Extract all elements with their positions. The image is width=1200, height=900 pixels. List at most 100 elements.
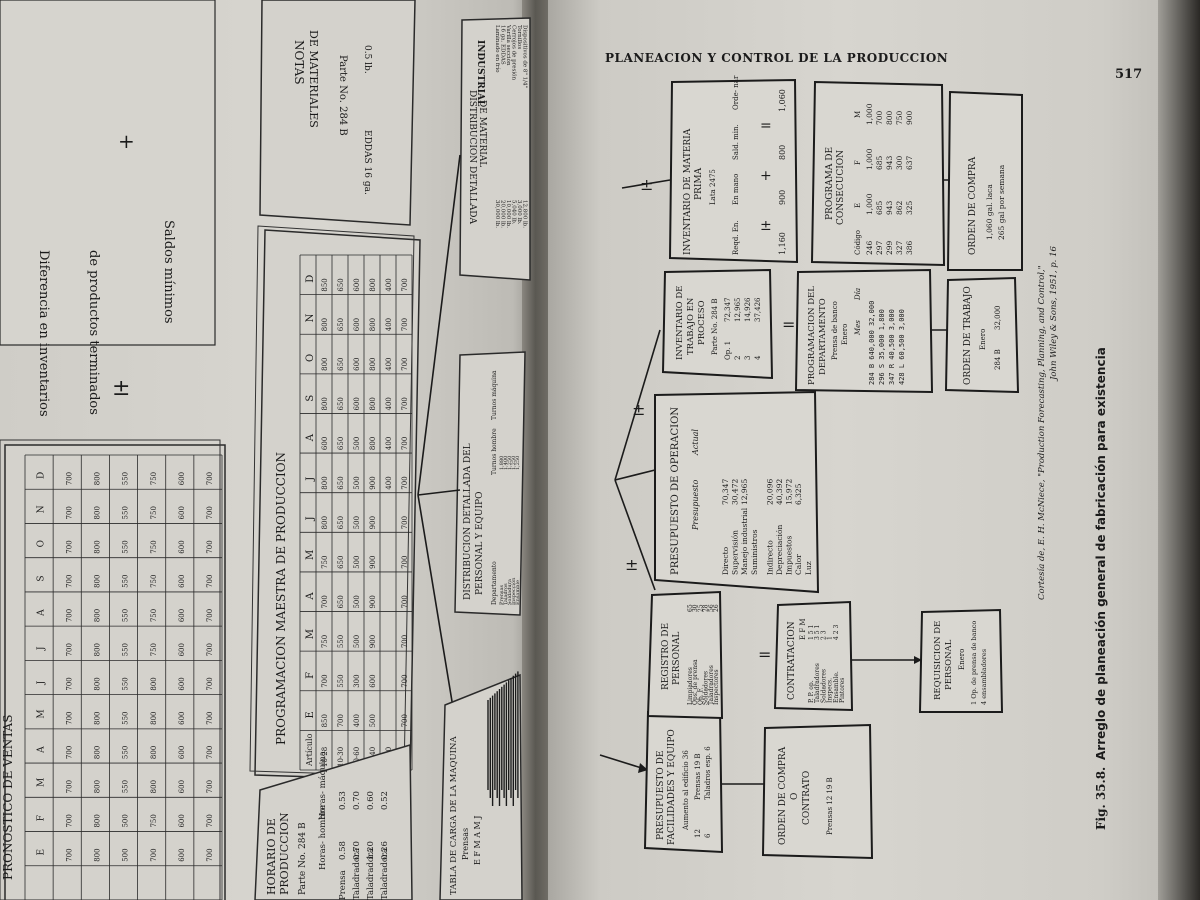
proc-col-f: F — [854, 160, 862, 165]
sales-cell-value: 800 — [94, 746, 102, 759]
raw-material-inventory-box: INVENTARIO DE MATERIA PRIMA Lata 2475 Re… — [668, 75, 799, 264]
master-cell-value: 700 — [401, 595, 409, 608]
material-notes-line: EDDAS 16 ga. — [362, 130, 372, 195]
personnel-row-label: Inspectores — [713, 669, 720, 705]
purchase-order-line2: 265 gal por semana — [997, 164, 1006, 240]
master-cell-value: 800 — [369, 318, 377, 331]
proc-e: 1,000 — [865, 193, 874, 215]
wip-subtitle2: PROCESO — [697, 300, 707, 345]
budget-row-value: 20,096 — [765, 479, 774, 505]
operation-budget-frame — [654, 390, 820, 594]
material-distribution-frame — [459, 17, 531, 281]
dept-row: 347 R 40,500 3,000 — [888, 309, 896, 385]
personnel-dist-col3: Turnos máquina — [491, 370, 498, 420]
master-cell-value: 800 — [321, 318, 329, 331]
material-notes-frame — [259, 0, 416, 226]
master-cell-value: 400 — [385, 437, 393, 450]
machine-hours-header: Horas- máquina — [317, 751, 328, 820]
hiring-row-values: 2 3 — [820, 630, 827, 640]
sales-cell-value: 800 — [94, 814, 102, 827]
master-cell-value: 800 — [321, 476, 329, 489]
material-dist-item: Cerrojos de presión — [511, 25, 518, 80]
personnel-row-value: 56 — [708, 604, 715, 612]
op-pm-3: ± — [640, 175, 653, 194]
master-cell-value: 800 — [369, 437, 377, 450]
proc-col-code: Código — [854, 230, 862, 255]
personnel-row-label: Op. F. — [697, 687, 704, 705]
sales-forecast-title: PRONOSTICO DE VENTAS — [1, 715, 15, 880]
sales-cell-value: 800 — [150, 677, 158, 690]
raw-op-pm: ± — [760, 218, 772, 234]
schedule-man-hours: 0.58 — [338, 841, 348, 860]
purchase-contract-frame — [761, 723, 874, 860]
hiring-title: CONTRATACION — [787, 621, 797, 700]
sales-cell-value: 700 — [65, 848, 73, 861]
sales-cell-value: 800 — [94, 780, 102, 793]
procurement-subtitle: CONSECUCION — [836, 150, 846, 225]
sales-month-label: M — [36, 709, 46, 718]
op-pm-2: ± — [632, 400, 645, 419]
sales-cell-value: 550 — [122, 609, 130, 622]
personnel-row-label: Limpiadores — [687, 667, 694, 705]
master-cell-value: 700 — [401, 714, 409, 727]
proc-m: 1,000 — [865, 103, 874, 125]
schedule-machine-hours: 0.53 — [338, 791, 348, 810]
master-cell-value: 600 — [353, 397, 361, 410]
master-cell-value: 500 — [353, 635, 361, 648]
purchase-order-title: ORDEN DE COMPRA — [968, 156, 978, 255]
arrowhead — [638, 763, 648, 773]
schedule-machine-hours: 0.70 — [352, 791, 362, 810]
sales-cell-value: 700 — [206, 472, 214, 485]
personnel-distribution-title: DISTRIBUCION DETALLADA DEL — [463, 443, 473, 600]
personnel-dist-row: Taladros — [503, 583, 509, 605]
procurement-title: PROGRAMA DE — [825, 147, 835, 220]
raw-material-onhand: En mano — [732, 174, 740, 205]
arrow-to-material-distribution — [417, 154, 461, 496]
sales-cell-value: 700 — [65, 780, 73, 793]
sales-cell-value: 700 — [206, 848, 214, 861]
sales-cell-value: 600 — [178, 677, 186, 690]
master-cell-value: 800 — [369, 357, 377, 370]
sales-cell-value: 700 — [206, 677, 214, 690]
master-cell-value: 700 — [401, 437, 409, 450]
op-pm-1: ± — [625, 555, 638, 574]
work-order-frame — [944, 276, 1020, 394]
sales-month-label: N — [36, 505, 46, 513]
left-flow-arrows — [417, 154, 461, 751]
sales-month-label: A — [36, 609, 46, 617]
sales-cell-value: 700 — [206, 540, 214, 553]
master-cell-value: 500 — [353, 595, 361, 608]
sales-cell-value: 500 — [122, 848, 130, 861]
sales-cell-value: 700 — [65, 746, 73, 759]
sales-month-label: D — [36, 472, 46, 479]
dept-row: 428 L 60,500 3,000 — [898, 309, 906, 385]
schedule-row-label: Taladradora — [380, 848, 390, 900]
master-cell-value: 550 — [337, 674, 345, 687]
master-cell-value: 400 — [385, 476, 393, 489]
raw-material-order: Orde- nar — [732, 75, 740, 110]
work-order-month: Enero — [979, 329, 987, 350]
sales-cell-value: 550 — [122, 540, 130, 553]
master-cell-value: 750 — [321, 635, 329, 648]
budget-row-value: 70,347 — [721, 479, 730, 505]
sales-cell-value: 600 — [178, 609, 186, 622]
split-to-process — [614, 329, 661, 481]
master-item-label: 20-60 — [353, 747, 361, 767]
sales-forecast-shadow — [0, 439, 221, 900]
master-cell-value: 400 — [385, 357, 393, 370]
wip-subtitle: TRABAJO EN — [686, 297, 696, 355]
master-cell-value: 400 — [385, 318, 393, 331]
dept-schedule-title: PROGRAMACION DEL — [807, 286, 817, 385]
hiring-header: E F M — [799, 618, 807, 640]
sales-forecast-frame — [4, 444, 226, 900]
master-cell-value: 650 — [337, 476, 345, 489]
master-cell-value: 800 — [321, 397, 329, 410]
facilities-qty1: 12 — [694, 829, 702, 838]
purchase-contract-title: ORDEN DE COMPRA — [778, 746, 788, 845]
personnel-row-label: Ops. de prensa — [692, 659, 699, 705]
work-order-title: ORDEN DE TRABAJO — [963, 286, 973, 385]
master-cell-value: 500 — [353, 516, 361, 529]
page-number: 517 — [1115, 67, 1142, 82]
facilities-qty2: 6 — [704, 833, 712, 838]
